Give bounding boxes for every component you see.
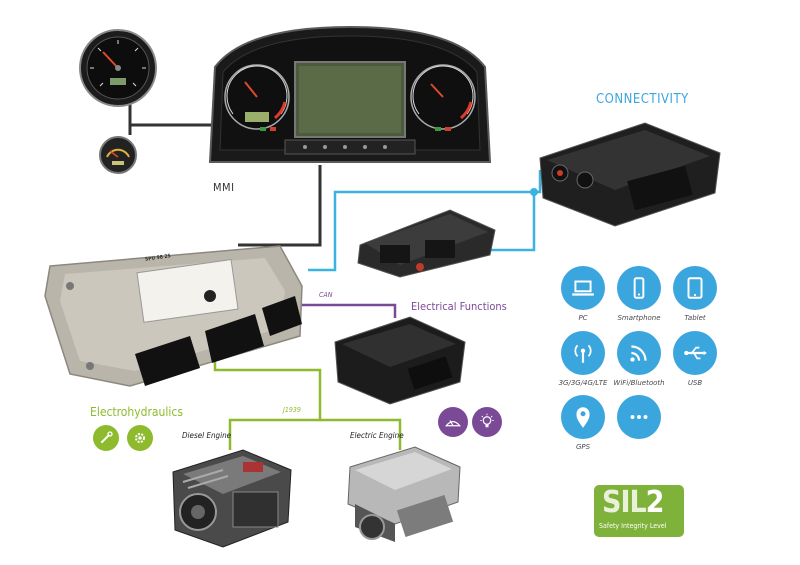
smartphone-icon [617, 266, 661, 310]
usb-caption: USB [687, 379, 703, 387]
small-gauge [98, 135, 138, 175]
electric-engine-image [340, 442, 465, 547]
diesel-engine-label: Diesel Engine [182, 431, 232, 440]
light-bulb-icon [472, 407, 502, 437]
connectivity-label: CONNECTIVITY [596, 92, 689, 107]
wiper-icon [438, 407, 468, 437]
sil-number: 2 [645, 485, 665, 520]
tablet-icon [673, 266, 717, 310]
laptop-icon [561, 266, 605, 310]
wifi-icon [617, 331, 661, 375]
wifi-bluetooth-caption: WiFi/Bluetooth [613, 379, 665, 387]
electric-engine-label: Electric Engine [350, 431, 404, 440]
blue-line-a [308, 170, 542, 272]
green-line-a [213, 355, 322, 450]
j1939-label: J1939 [283, 406, 301, 414]
connectivity-module [350, 205, 500, 280]
wrench-icon [93, 425, 119, 451]
cellular-caption: 3G/3G/4G/LTE [558, 379, 608, 387]
sil-letters: SIL [602, 485, 647, 520]
gps-caption: GPS [575, 443, 591, 451]
main-ecu-controller [40, 236, 310, 396]
can-line [285, 303, 397, 318]
electrohydraulics-label: Electrohydraulics [90, 405, 183, 419]
mmi-dashboard [205, 22, 495, 172]
blue-junction [530, 188, 538, 196]
mmi-label: MMI [213, 181, 235, 194]
blue-line-b [490, 192, 536, 252]
location-pin-icon [561, 395, 605, 439]
sil-text: SIL2 [602, 485, 665, 520]
more-dots-icon [617, 395, 661, 439]
usb-icon [673, 331, 717, 375]
pc-caption: PC [578, 314, 588, 322]
smartphone-caption: Smartphone [617, 314, 661, 322]
gear-icon [127, 425, 153, 451]
electrical-functions-label: Electrical Functions [411, 300, 507, 313]
electrical-functions-module [330, 312, 470, 407]
telematics-unit [535, 118, 725, 228]
green-line-b [320, 418, 402, 450]
diesel-engine-image [163, 442, 298, 552]
speedometer-gauge [78, 28, 158, 108]
sil2-badge: SIL2 Safety Integrity Level [594, 485, 684, 537]
tablet-caption: Tablet [684, 314, 706, 322]
antenna-icon [561, 331, 605, 375]
mmi-to-ecu-line [238, 165, 322, 247]
can-label: CAN [319, 291, 333, 299]
sil-caption: Safety Integrity Level [599, 522, 667, 530]
